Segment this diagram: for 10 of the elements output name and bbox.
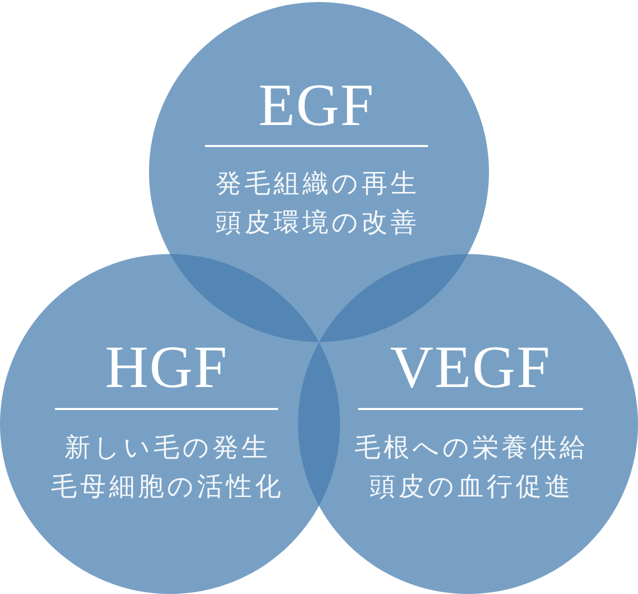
venn-circle (298, 254, 638, 594)
heading: EGF (257, 75, 375, 135)
description-text: 頭皮環境の改善 (214, 208, 420, 238)
description-text: 毛母細胞の活性化 (50, 472, 284, 502)
description-text: 毛根への栄養供給 (354, 433, 588, 463)
heading: VEGF (389, 337, 551, 397)
description-text: 頭皮の血行促進 (368, 472, 574, 502)
heading: HGF (104, 337, 228, 397)
description-text: 新しい毛の発生 (64, 433, 270, 463)
description-text: 発毛組織の再生 (214, 169, 420, 199)
